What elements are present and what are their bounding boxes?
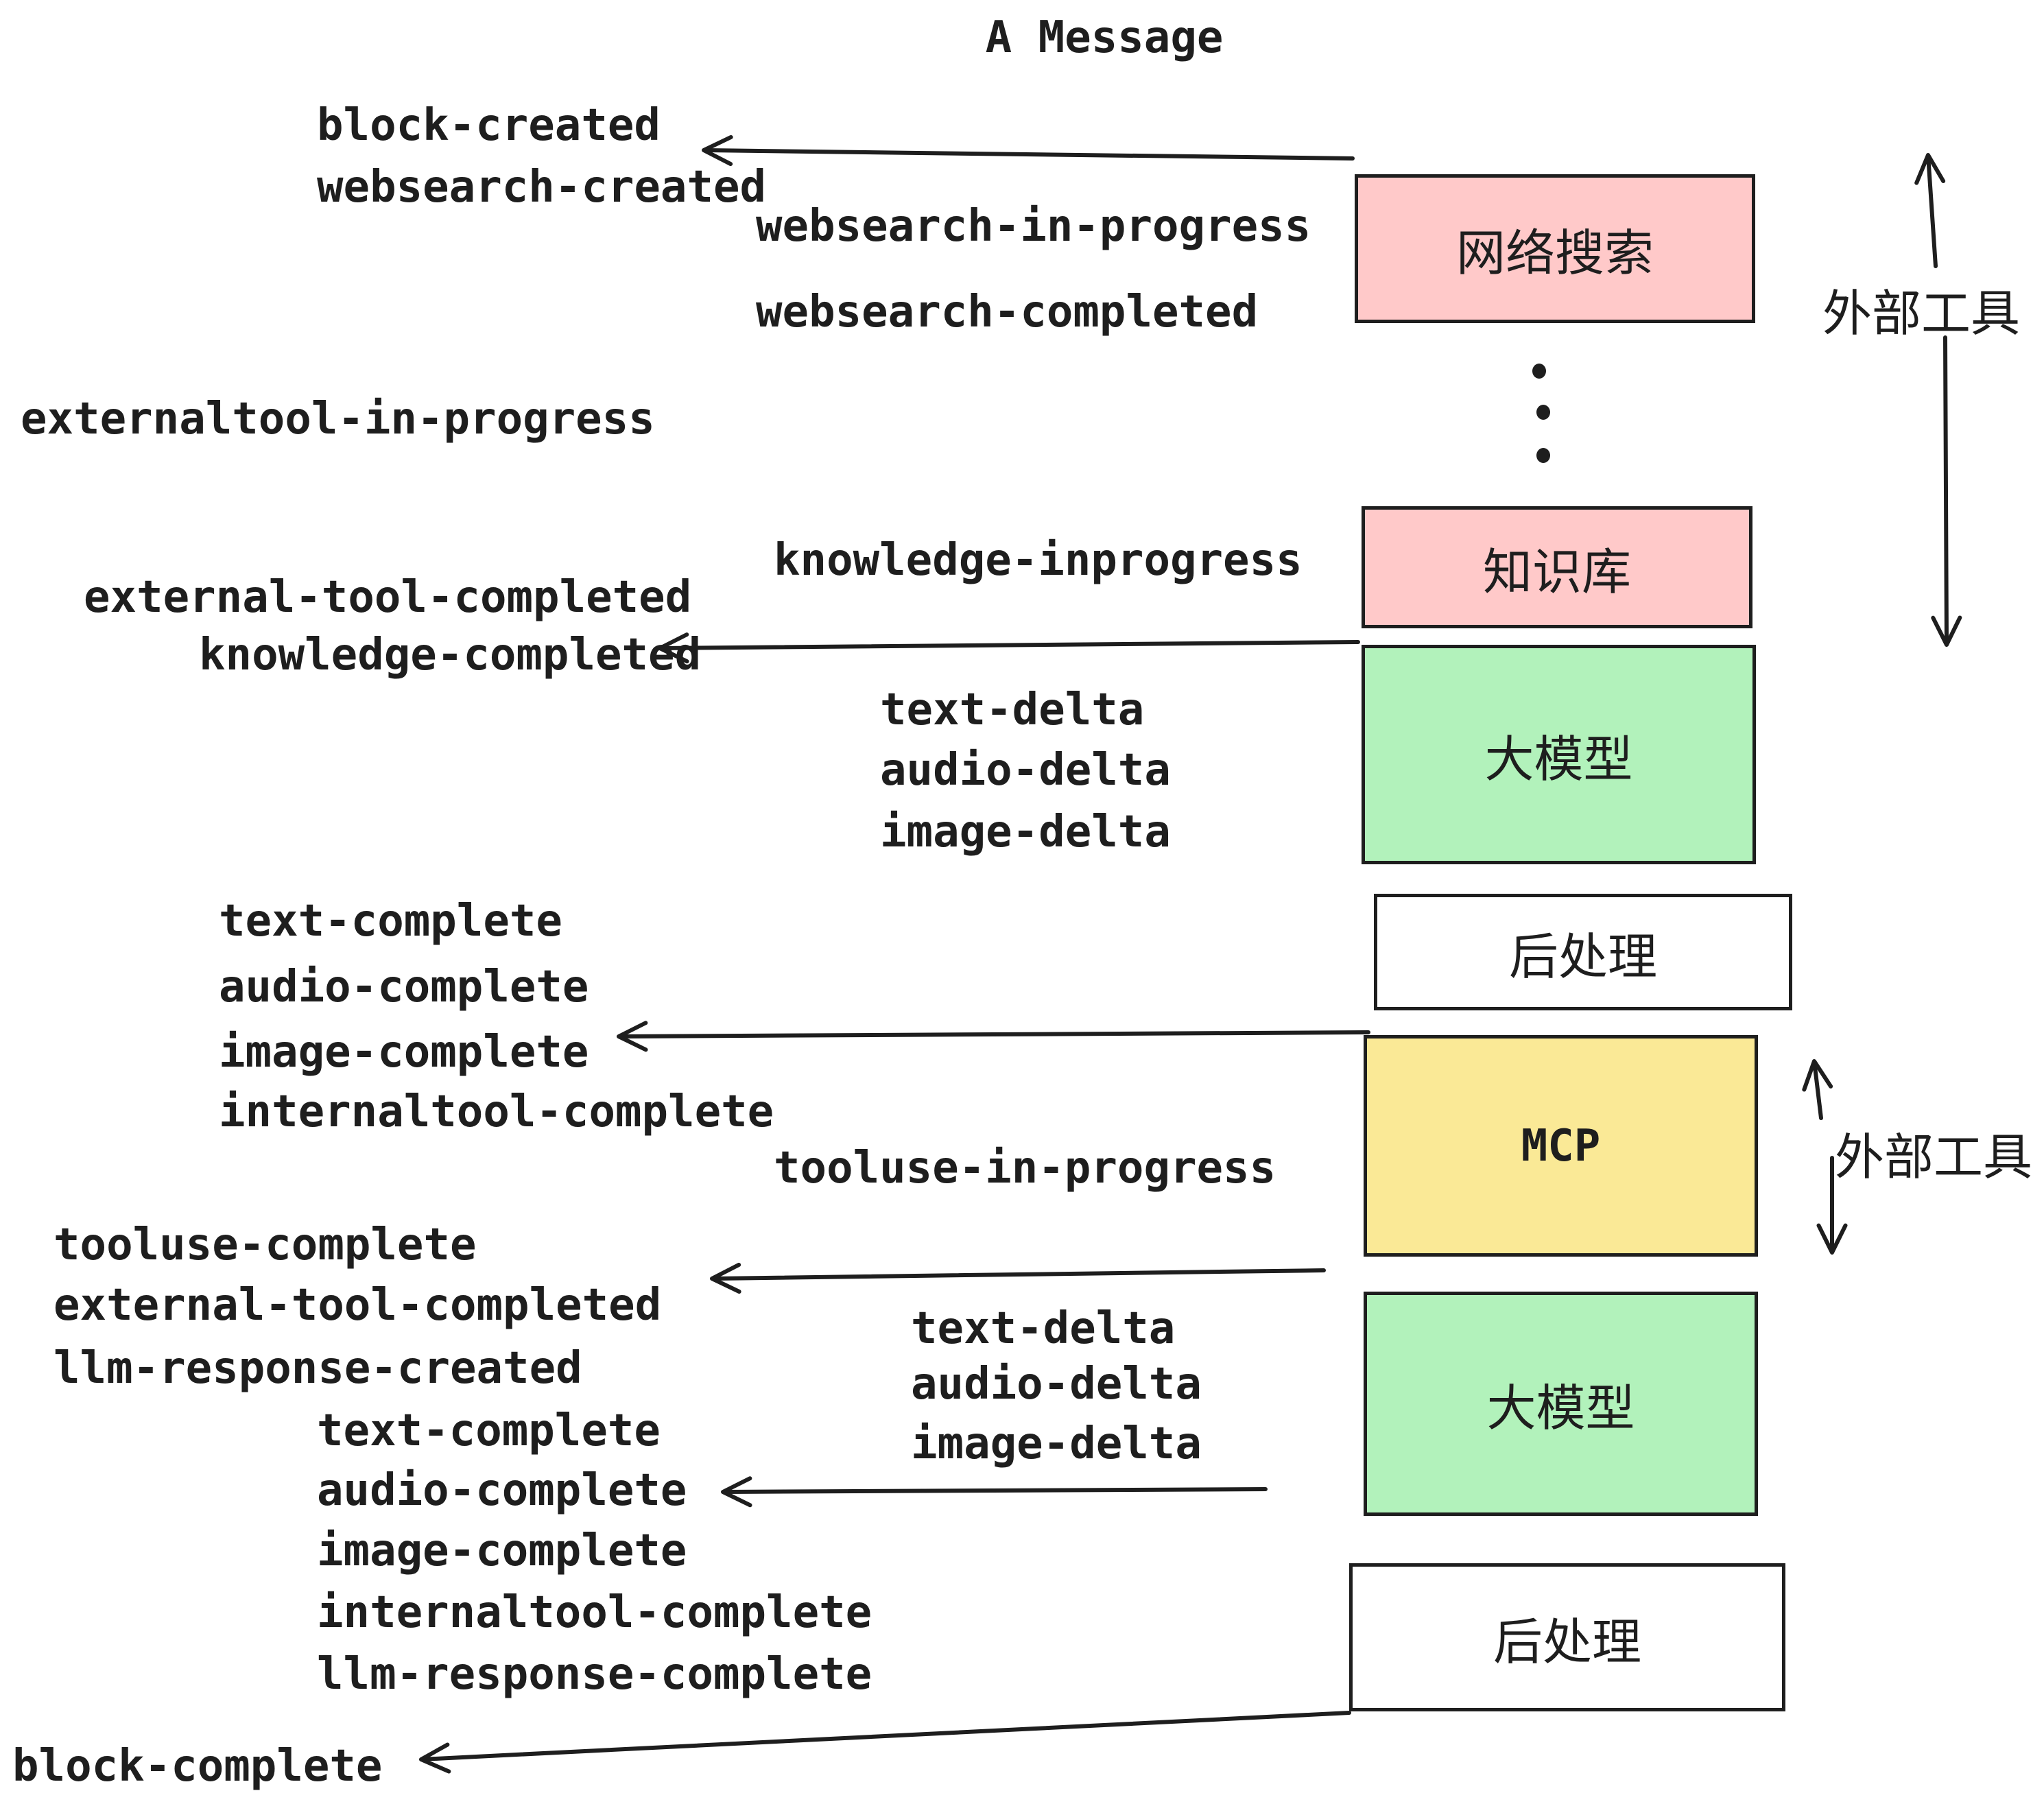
arrow-external-tools-1-up xyxy=(1914,153,1946,268)
event-image-delta-2: image-delta xyxy=(911,1419,1202,1469)
arrow-external-tools-1-down xyxy=(1931,335,1962,647)
box-mcp: MCP xyxy=(1364,1035,1758,1257)
box-websearch: 网络搜索 xyxy=(1355,174,1755,323)
box-postprocess-2: 后处理 xyxy=(1349,1563,1785,1711)
box-llm-2: 大模型 xyxy=(1364,1292,1758,1516)
ellipsis-dot-3 xyxy=(1536,448,1550,463)
event-block-complete: block-complete xyxy=(12,1741,383,1792)
event-external-tool-completed-2: external-tool-completed xyxy=(54,1280,662,1331)
event-websearch-completed: websearch-completed xyxy=(756,287,1259,337)
event-websearch-in-progress: websearch-in-progress xyxy=(756,201,1311,252)
external-tools-label-2: 外部工具 xyxy=(1835,1128,2033,1186)
event-audio-delta-1: audio-delta xyxy=(880,745,1171,796)
event-text-delta-2: text-delta xyxy=(911,1303,1176,1354)
box-knowledge: 知识库 xyxy=(1362,506,1752,628)
event-tooluse-in-progress: tooluse-in-progress xyxy=(774,1143,1276,1194)
event-image-delta-1: image-delta xyxy=(880,807,1171,857)
box-llm-1: 大模型 xyxy=(1362,645,1756,864)
event-knowledge-inprogress: knowledge-inprogress xyxy=(774,535,1303,586)
event-audio-complete-1: audio-complete xyxy=(219,962,589,1012)
arrow-to-block-complete xyxy=(419,1711,1351,1774)
event-text-delta-1: text-delta xyxy=(880,685,1145,735)
arrow-external-tools-2-up xyxy=(1802,1059,1833,1120)
event-externaltool-in-progress: externaltool-in-progress xyxy=(21,394,655,444)
box-postprocess-1: 后处理 xyxy=(1374,894,1792,1010)
arrow-to-tooluse-complete xyxy=(710,1262,1326,1294)
arrow-to-websearch-created xyxy=(702,134,1355,167)
event-tooluse-complete: tooluse-complete xyxy=(54,1220,477,1270)
event-text-complete-1: text-complete xyxy=(219,896,562,947)
event-llm-response-complete: llm-response-complete xyxy=(317,1649,872,1700)
event-image-complete-2: image-complete xyxy=(317,1526,687,1576)
event-internaltool-complete-1: internaltool-complete xyxy=(219,1087,774,1137)
event-llm-response-created: llm-response-created xyxy=(54,1343,582,1394)
event-internaltool-complete-2: internaltool-complete xyxy=(317,1587,872,1638)
event-audio-complete-2: audio-complete xyxy=(317,1465,687,1516)
ellipsis-dot-1 xyxy=(1532,364,1546,379)
arrow-to-image-complete xyxy=(617,1021,1370,1052)
ellipsis-dot-2 xyxy=(1536,405,1550,420)
event-block-created: block-created xyxy=(317,100,661,151)
event-websearch-created: websearch-created xyxy=(317,162,767,213)
page-title: A Message xyxy=(985,12,1224,63)
arrow-to-audio-complete xyxy=(721,1476,1268,1508)
arrow-to-knowledge-completed xyxy=(658,632,1360,664)
event-image-complete-1: image-complete xyxy=(219,1027,589,1078)
event-knowledge-completed: knowledge-completed xyxy=(199,630,702,680)
event-external-tool-completed-1: external-tool-completed xyxy=(84,572,692,623)
external-tools-label-1: 外部工具 xyxy=(1822,285,2021,342)
event-text-complete-2: text-complete xyxy=(317,1405,661,1456)
event-audio-delta-2: audio-delta xyxy=(911,1359,1202,1410)
